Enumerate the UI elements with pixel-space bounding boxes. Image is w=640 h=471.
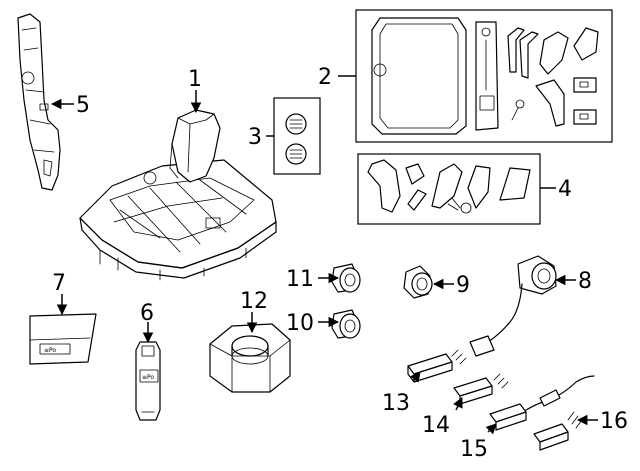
callout-3: 3 xyxy=(248,125,262,150)
leader-14 xyxy=(453,397,463,411)
leader-15 xyxy=(485,423,497,435)
part-14-connector xyxy=(453,373,509,405)
part-10-socket xyxy=(331,309,361,339)
callout-13: 13 xyxy=(382,391,410,416)
part-12-controller xyxy=(209,323,291,393)
callout-1: 1 xyxy=(188,67,202,92)
callout-12: 12 xyxy=(240,289,268,314)
part-6-button-tag: ≡Po xyxy=(142,374,154,381)
callout-4: 4 xyxy=(558,177,572,202)
callout-10: 10 xyxy=(286,311,314,336)
part-5-side-trim xyxy=(17,13,61,191)
part-2-trim-set-box xyxy=(355,9,613,143)
callout-9: 9 xyxy=(456,273,470,298)
part-1-shifter-assembly xyxy=(79,109,277,281)
part-3-button-box xyxy=(273,97,321,175)
callout-11: 11 xyxy=(286,267,314,292)
part-8-socket-harness xyxy=(469,255,557,357)
part-4-trim-set-box xyxy=(357,153,541,225)
callout-14: 14 xyxy=(422,413,450,438)
callout-5: 5 xyxy=(76,93,90,118)
leader-13 xyxy=(410,371,421,383)
part-11-socket xyxy=(331,263,361,293)
part-9-socket xyxy=(403,265,433,299)
callout-6: 6 xyxy=(140,301,154,326)
callout-8: 8 xyxy=(578,269,592,294)
part-6-switch-module: ≡Po xyxy=(135,341,161,421)
callout-numbers: 1 2 3 4 5 6 7 8 9 10 11 12 13 14 15 16 xyxy=(52,65,628,462)
callout-2: 2 xyxy=(318,65,332,90)
part-7-panel: ≡Po xyxy=(29,313,97,365)
part-7-button-tag: ≡Po xyxy=(44,347,56,354)
callout-15: 15 xyxy=(460,437,488,462)
part-16-terminal xyxy=(533,411,583,451)
leader-lines xyxy=(50,75,598,435)
callout-16: 16 xyxy=(600,409,628,434)
callout-7: 7 xyxy=(52,271,66,296)
